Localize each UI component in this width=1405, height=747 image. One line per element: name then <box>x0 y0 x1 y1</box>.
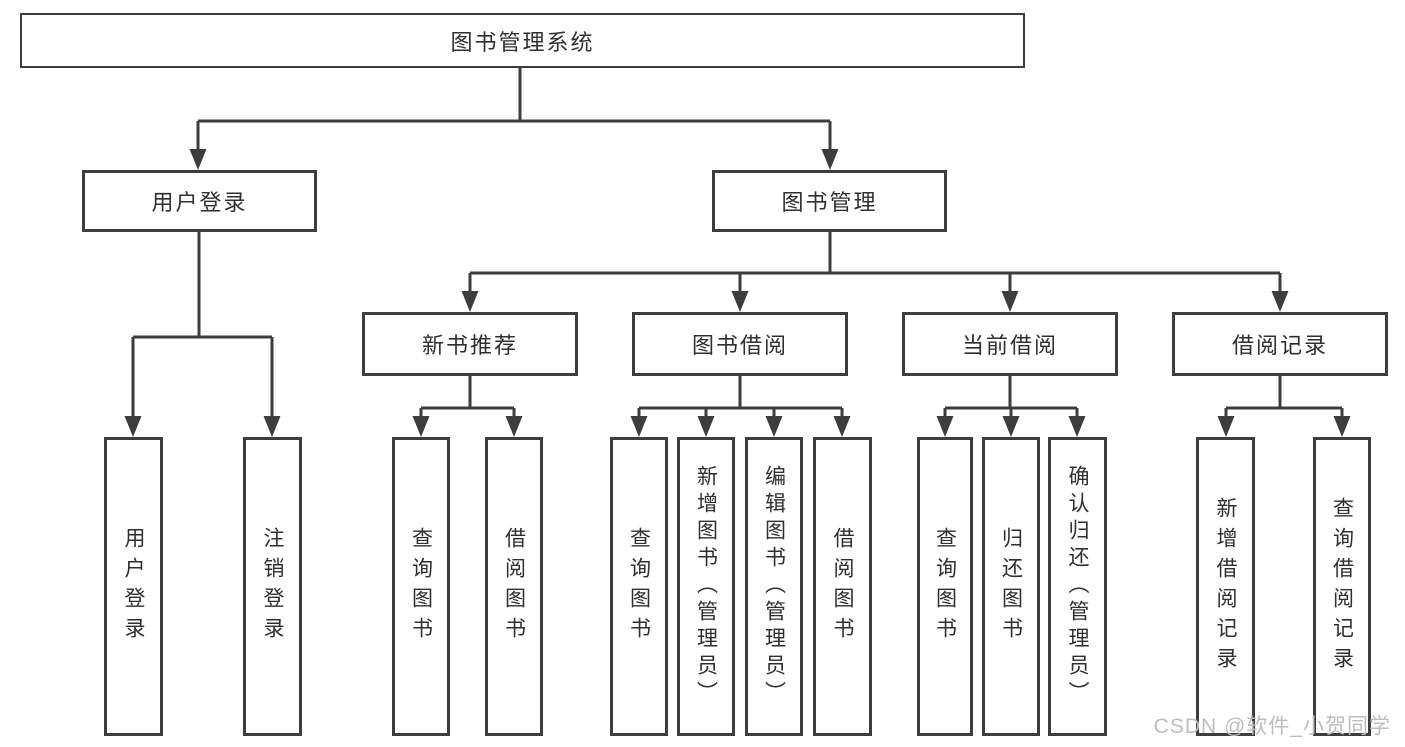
node-label: 图书管理系统 <box>450 29 595 55</box>
node-library-management-system: 图书管理系统 <box>20 13 1025 68</box>
node-label: 借阅记录 <box>1231 333 1328 358</box>
node-book-management: 图书管理 <box>712 170 947 232</box>
node-user-login: 用户登录 <box>82 170 317 232</box>
watermark: CSDN @软件_小贺同学 <box>1153 715 1391 738</box>
leaf-label: 借阅图书 <box>831 526 854 647</box>
leaf-label: 新增图书（管理员） <box>694 465 718 708</box>
leaf-label: 查询图书 <box>627 526 651 647</box>
node-label: 图书借阅 <box>691 333 788 358</box>
leaf-label: 编辑图书（管理员） <box>762 465 786 708</box>
leaf-add-borrow-record: 新增借阅记录 <box>1196 437 1255 736</box>
leaf-label: 查询图书 <box>409 526 433 647</box>
leaf-borrow-books: 借阅图书 <box>813 437 872 736</box>
leaf-label: 借阅图书 <box>502 526 526 647</box>
leaf-borrow-books-recommend: 借阅图书 <box>485 437 543 736</box>
leaf-label: 查询图书 <box>933 526 957 647</box>
leaf-label: 用户登录 <box>122 526 145 647</box>
node-book-borrowing: 图书借阅 <box>632 312 848 376</box>
node-label: 图书管理 <box>781 190 878 215</box>
leaf-query-books-borrowing: 查询图书 <box>610 437 668 736</box>
leaf-query-books-recommend: 查询图书 <box>392 437 450 736</box>
node-new-book-recommendation: 新书推荐 <box>362 312 578 376</box>
leaf-query-books-current: 查询图书 <box>917 437 973 736</box>
leaf-user-login: 用户登录 <box>104 437 163 736</box>
leaf-label: 查询借阅记录 <box>1330 496 1354 677</box>
leaf-edit-books-admin: 编辑图书（管理员） <box>745 437 803 736</box>
node-label: 用户登录 <box>151 190 248 215</box>
node-label: 当前借阅 <box>961 333 1058 358</box>
node-borrowing-records: 借阅记录 <box>1172 312 1388 376</box>
leaf-return-books: 归还图书 <box>982 437 1040 736</box>
leaf-label: 确认归还（管理员） <box>1066 465 1089 708</box>
leaf-query-borrow-record: 查询借阅记录 <box>1313 437 1371 736</box>
node-current-borrowing: 当前借阅 <box>902 312 1118 376</box>
leaf-label: 新增借阅记录 <box>1214 496 1237 677</box>
node-label: 新书推荐 <box>421 333 518 358</box>
leaf-logout: 注销登录 <box>243 437 302 736</box>
leaf-add-books-admin: 新增图书（管理员） <box>677 437 735 736</box>
leaf-label: 归还图书 <box>999 526 1023 647</box>
leaf-confirm-return-admin: 确认归还（管理员） <box>1048 437 1107 736</box>
leaf-label: 注销登录 <box>261 526 284 647</box>
